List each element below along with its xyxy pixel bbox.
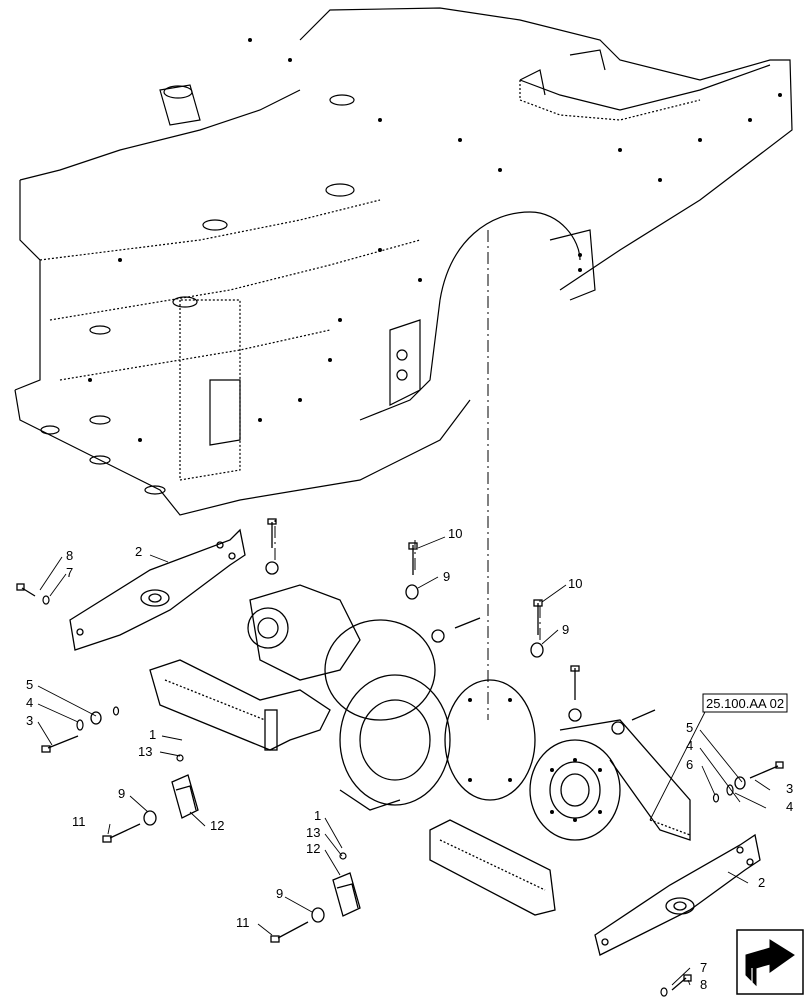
label-6: 6 — [686, 757, 693, 772]
bracket-upper-left — [69, 528, 246, 651]
label-5: 5 — [686, 720, 693, 735]
label-7: 7 — [66, 565, 73, 580]
part-labels: 2 8 7 5 4 3 1 13 9 12 11 10 9 10 9 5 4 6… — [26, 526, 793, 992]
label-12: 12 — [306, 841, 320, 856]
rubber-pads — [171, 774, 361, 917]
washers — [42, 595, 734, 997]
mounting-brackets — [69, 528, 761, 956]
axle-assembly — [149, 584, 691, 916]
label-9: 9 — [276, 886, 283, 901]
label-7: 7 — [700, 960, 707, 975]
arrow-navigation-icon[interactable] — [736, 929, 804, 995]
bracket-lower-right — [594, 833, 761, 956]
label-8: 8 — [700, 977, 707, 992]
chassis-frame — [14, 7, 793, 516]
center-axis-line — [274, 230, 541, 720]
label-1: 1 — [314, 808, 321, 823]
label-3: 3 — [26, 713, 33, 728]
label-1: 1 — [149, 727, 156, 742]
label-10: 10 — [448, 526, 462, 541]
reference-box[interactable]: 25.100.AA 02 — [702, 693, 788, 713]
label-5: 5 — [26, 677, 33, 692]
label-13: 13 — [138, 744, 152, 759]
label-4: 4 — [786, 799, 793, 814]
label-9: 9 — [118, 786, 125, 801]
label-4: 4 — [26, 695, 33, 710]
label-4: 4 — [686, 738, 693, 753]
reference-box-label: 25.100.AA 02 — [706, 696, 784, 711]
label-11: 11 — [72, 814, 86, 829]
label-10: 10 — [568, 576, 582, 591]
spacers — [90, 561, 746, 923]
label-13: 13 — [306, 825, 320, 840]
label-8: 8 — [66, 548, 73, 563]
label-9: 9 — [562, 622, 569, 637]
label-2: 2 — [135, 544, 142, 559]
label-9: 9 — [443, 569, 450, 584]
leader-lines — [37, 536, 771, 986]
label-11: 11 — [236, 915, 250, 930]
label-2: 2 — [758, 875, 765, 890]
label-12: 12 — [210, 818, 224, 833]
bolts — [16, 518, 784, 991]
label-3: 3 — [786, 781, 793, 796]
